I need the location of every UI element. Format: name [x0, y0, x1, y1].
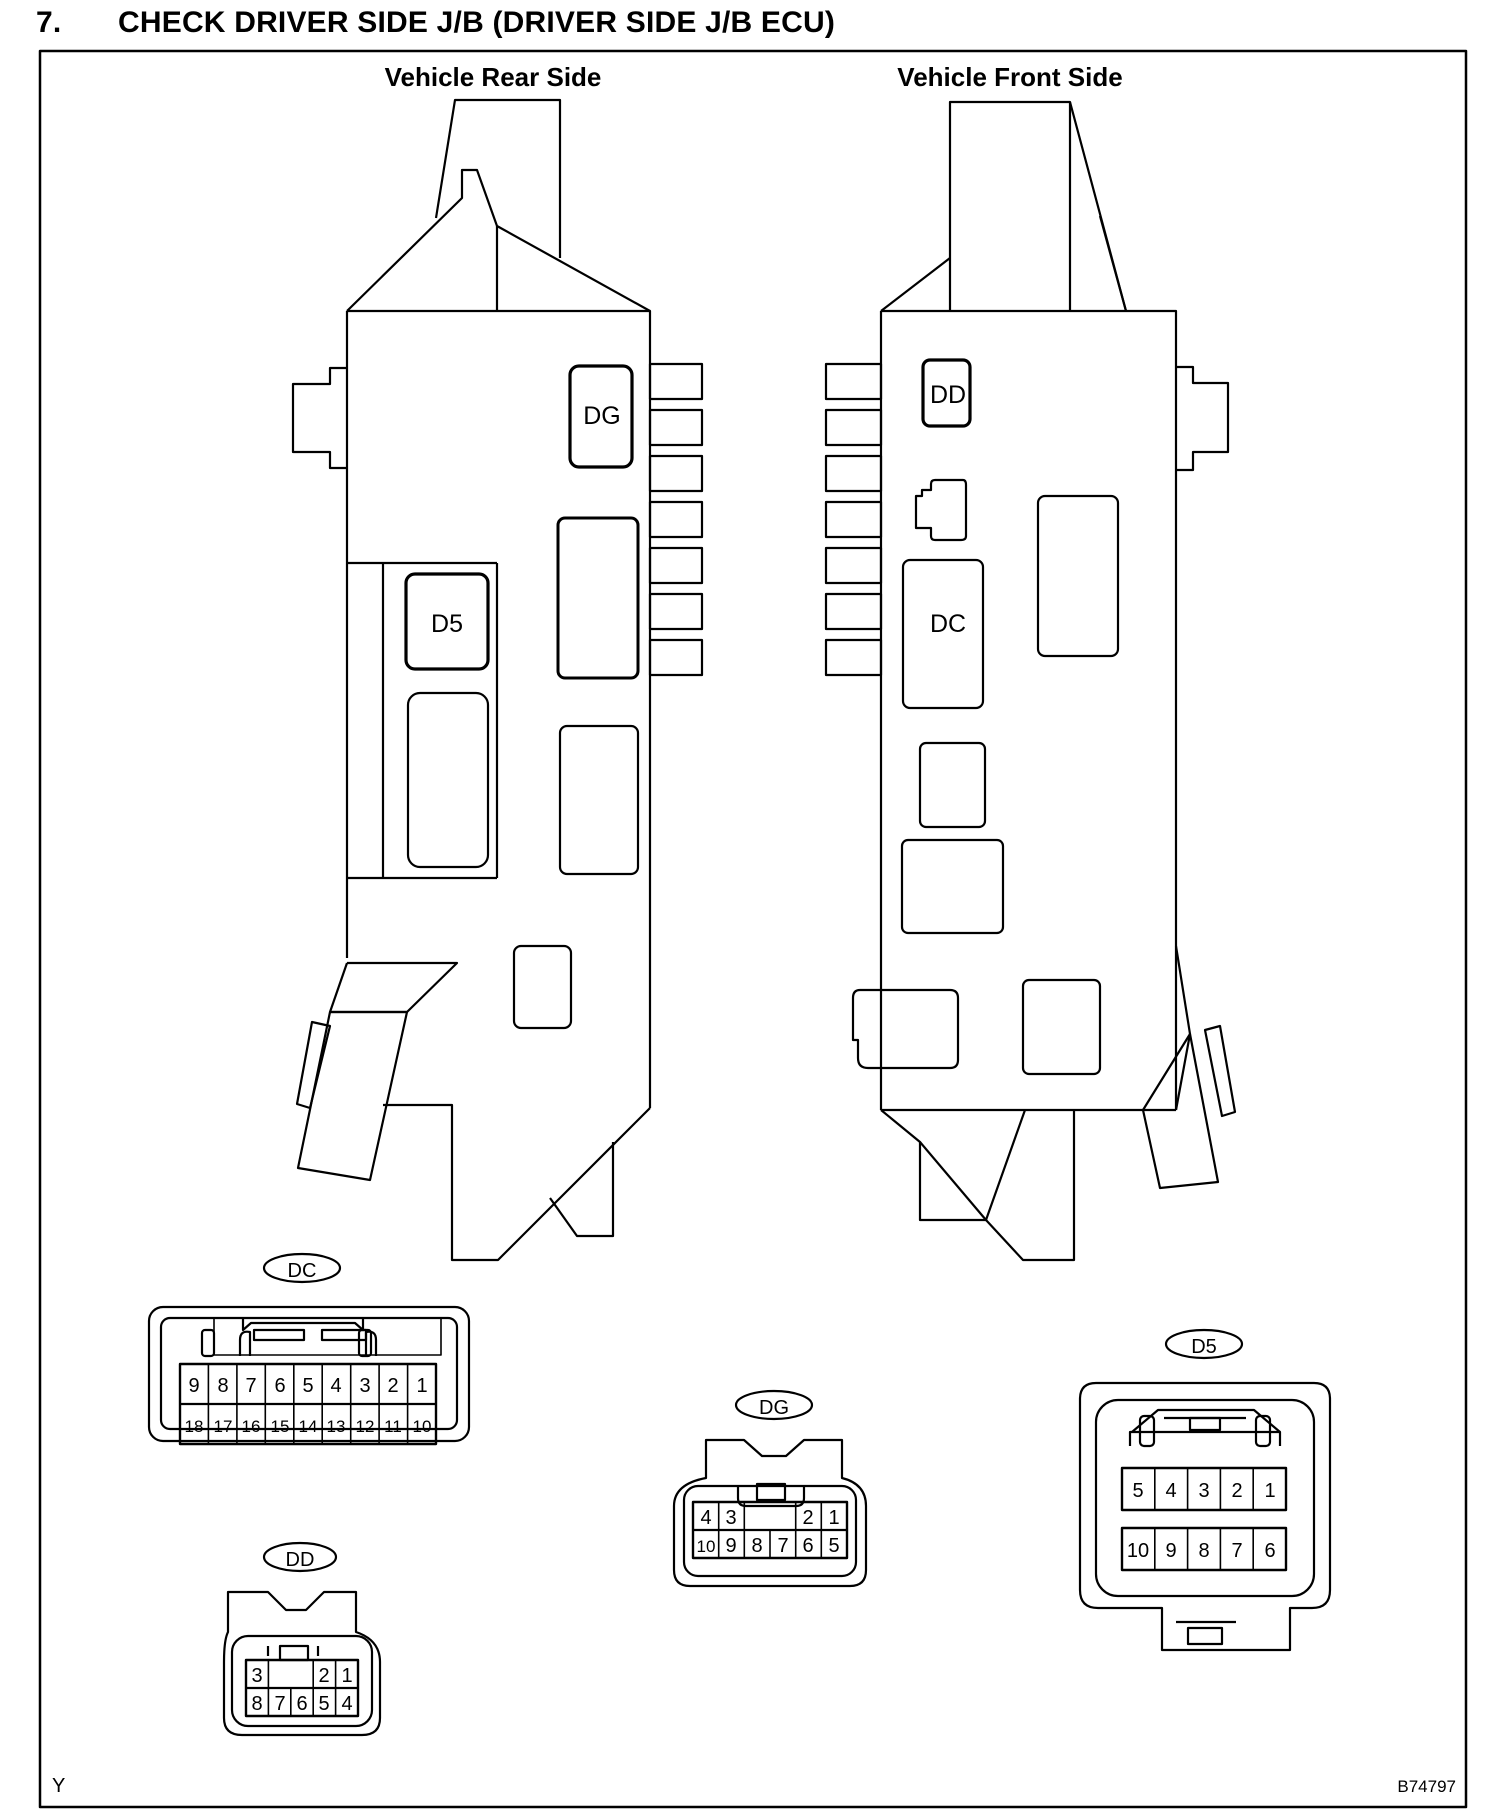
dc-pin-1: 1 [416, 1375, 427, 1397]
jb-rear-d5-label: D5 [431, 610, 463, 638]
dg-pin-3: 3 [725, 1507, 736, 1529]
dg-pin-7: 7 [777, 1535, 788, 1557]
dd-pin-5: 5 [318, 1693, 329, 1715]
front-fuse-row [824, 362, 883, 677]
dd-pin-4: 4 [341, 1693, 352, 1715]
dd-pin-6: 6 [296, 1693, 307, 1715]
dg-pin-2: 2 [802, 1507, 813, 1529]
dc-pin-3: 3 [359, 1375, 370, 1397]
d5-pin-6: 6 [1264, 1540, 1275, 1562]
d5-pin-4: 4 [1165, 1480, 1176, 1502]
dc-pin-2: 2 [387, 1375, 398, 1397]
rear-view-label: Vehicle Rear Side [385, 62, 602, 92]
dc-pin-17: 17 [214, 1417, 233, 1436]
dc-pin-7: 7 [245, 1375, 256, 1397]
dc-pin-18: 18 [185, 1417, 204, 1436]
dc-pin-8: 8 [217, 1375, 228, 1397]
page-heading: 7. CHECK DRIVER SIDE J/B (DRIVER SIDE J/B… [36, 6, 835, 40]
dc-connector: DC 9 8 7 6 5 4 3 [147, 1252, 471, 1446]
rear-fuse-row [648, 362, 704, 677]
dc-pin-9: 9 [188, 1375, 199, 1397]
dc-pin-6: 6 [274, 1375, 285, 1397]
d5-pin-5: 5 [1132, 1480, 1143, 1502]
figure-code: B74797 [1397, 1777, 1456, 1796]
d5-pin-2: 2 [1231, 1480, 1242, 1502]
dd-connector-label: DD [286, 1549, 315, 1571]
step-title: CHECK DRIVER SIDE J/B (DRIVER SIDE J/B E… [118, 6, 836, 39]
jb-front-dd-label: DD [930, 381, 966, 409]
dg-connector-label: DG [759, 1397, 789, 1419]
dd-pin-7: 7 [274, 1693, 285, 1715]
dc-connector-label: DC [288, 1260, 317, 1282]
dc-pin-10: 10 [413, 1417, 432, 1436]
d5-pin-9: 9 [1165, 1540, 1176, 1562]
rear-junction-block: D5 DG [291, 98, 704, 1262]
dc-pin-15: 15 [271, 1417, 290, 1436]
d5-pin-10: 10 [1127, 1540, 1149, 1562]
step-number: 7. [36, 6, 62, 39]
dd-connector: DD 3 2 1 8 7 6 5 4 [222, 1541, 382, 1737]
dc-pin-4: 4 [330, 1375, 341, 1397]
dg-pin-8: 8 [751, 1535, 762, 1557]
dc-pin-5: 5 [302, 1375, 313, 1397]
dc-pin-16: 16 [242, 1417, 261, 1436]
dg-pin-9: 9 [725, 1535, 736, 1557]
d5-connector-label: D5 [1191, 1336, 1217, 1358]
jb-front-dc-label: DC [930, 610, 966, 638]
footer-left-mark: Y [52, 1775, 65, 1797]
d5-pin-8: 8 [1198, 1540, 1209, 1562]
dc-pin-14: 14 [299, 1417, 318, 1436]
d5-pin-3: 3 [1198, 1480, 1209, 1502]
front-view-label: Vehicle Front Side [897, 62, 1122, 92]
d5-connector: D5 5 4 3 2 1 10 [1078, 1328, 1332, 1652]
dd-pin-8: 8 [251, 1693, 262, 1715]
dc-pin-13: 13 [327, 1417, 346, 1436]
dd-pin-1: 1 [341, 1665, 352, 1687]
dd-pin-3: 3 [251, 1665, 262, 1687]
dg-connector: DG 4 3 2 1 10 9 8 7 6 5 [672, 1389, 868, 1588]
dc-pin-11: 11 [384, 1417, 402, 1436]
dg-pin-1: 1 [828, 1507, 839, 1529]
front-junction-block: DD DC [824, 100, 1237, 1262]
dg-pin-5: 5 [828, 1535, 839, 1557]
dd-pin-2: 2 [318, 1665, 329, 1687]
dc-pin-12: 12 [356, 1417, 375, 1436]
d5-pin-1: 1 [1264, 1480, 1275, 1502]
d5-pin-7: 7 [1231, 1540, 1242, 1562]
dg-pin-6: 6 [802, 1535, 813, 1557]
dg-pin-4: 4 [700, 1507, 711, 1529]
jb-rear-dg-label: DG [583, 402, 621, 430]
diagram-frame [38, 49, 1468, 1809]
dg-pin-10: 10 [697, 1537, 716, 1556]
